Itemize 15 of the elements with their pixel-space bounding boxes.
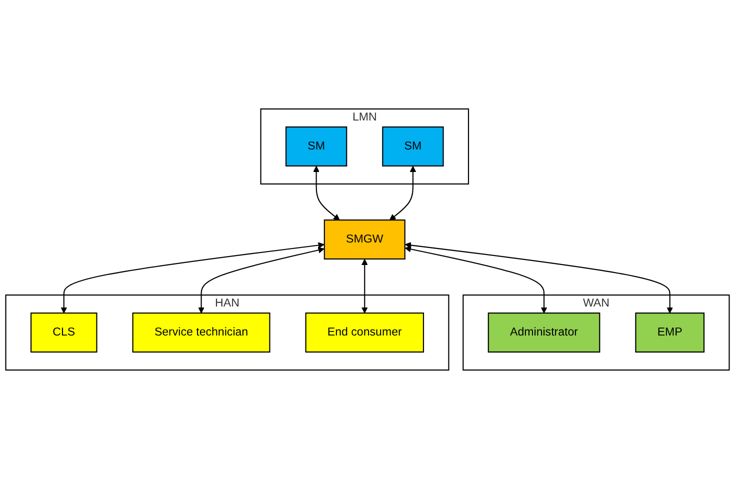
node-box: End consumer xyxy=(305,312,424,353)
arrow xyxy=(313,166,340,220)
arrow xyxy=(389,166,416,220)
node-box: SMGW xyxy=(324,219,406,260)
arrow xyxy=(198,247,324,314)
node-box: Administrator xyxy=(488,312,600,353)
node-box: EMP xyxy=(635,312,705,353)
arrow xyxy=(404,242,674,314)
node-box: Service technician xyxy=(132,312,270,353)
node-box: SM xyxy=(285,126,348,166)
arrow xyxy=(361,258,368,314)
arrow xyxy=(60,242,324,314)
arrow xyxy=(404,246,548,314)
node-box: CLS xyxy=(30,312,98,353)
node-box: SM xyxy=(382,126,444,166)
